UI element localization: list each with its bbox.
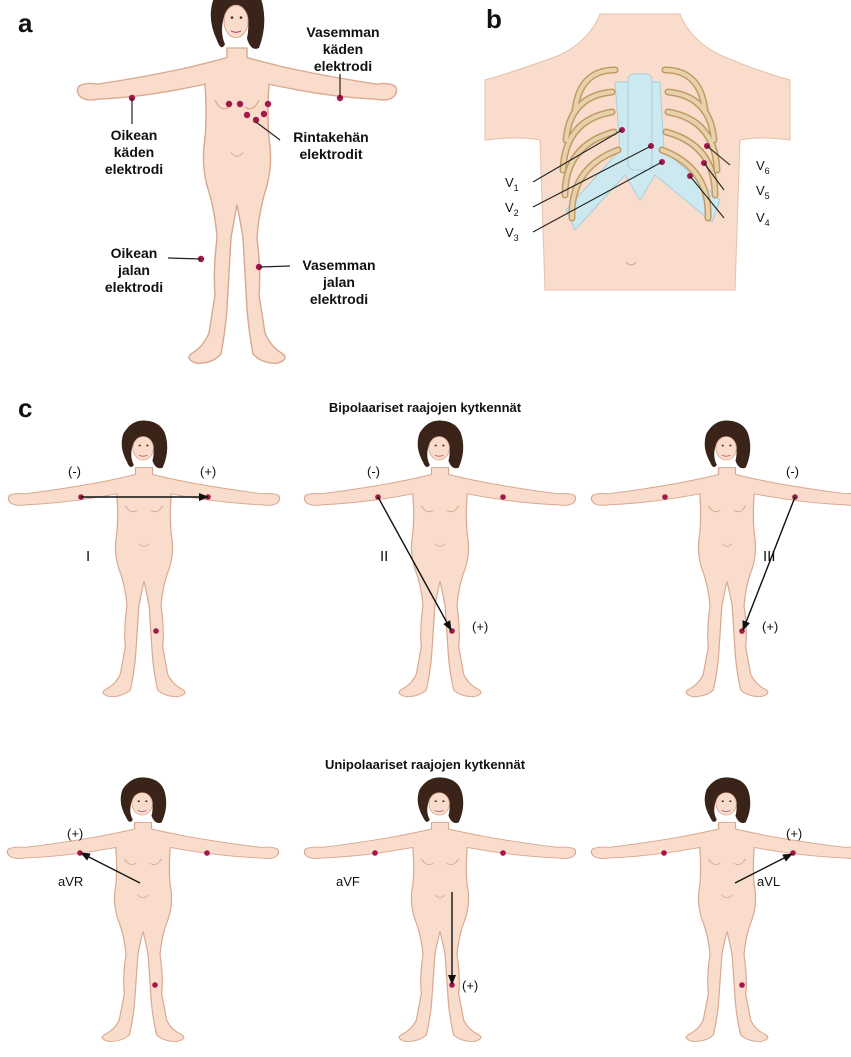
label-chest-electrodes: Rintakehän elektrodit <box>293 129 368 162</box>
panel-a-letter: a <box>18 8 33 38</box>
lead-avl-pos: (+) <box>786 826 802 841</box>
svg-text:V2: V2 <box>505 200 519 218</box>
figure-lead-ii <box>304 421 575 697</box>
lead-iii-pos: (+) <box>762 619 778 634</box>
lead-label-v1: V1 <box>505 175 519 193</box>
svg-text:Oikean: Oikean <box>111 245 158 261</box>
svg-text:elektrodi: elektrodi <box>105 161 163 177</box>
lead-avr-name: aVR <box>58 874 83 889</box>
figure-lead-avr <box>7 777 278 1041</box>
figure-lead-avf <box>304 777 575 1041</box>
lead-i-pos: (+) <box>200 464 216 479</box>
panel-b: b <box>485 4 790 290</box>
svg-text:jalan: jalan <box>322 274 355 290</box>
lead-avl-name: aVL <box>757 874 780 889</box>
label-right-leg-electrode: Oikean jalan elektrodi <box>105 245 163 295</box>
lead-iii-neg: (-) <box>786 464 799 479</box>
svg-text:elektrodit: elektrodit <box>299 146 362 162</box>
svg-text:V4: V4 <box>756 210 770 228</box>
lead-avf-name: aVF <box>336 874 360 889</box>
panel-c: c Bipolaariset raajojen kytkennät Unipol… <box>7 393 851 1042</box>
lead-avr-pos: (+) <box>67 826 83 841</box>
svg-text:Rintakehän: Rintakehän <box>293 129 368 145</box>
lead-label-v6: V6 <box>756 158 770 176</box>
figure-lead-avl <box>591 777 851 1041</box>
lead-ii-neg: (-) <box>367 464 380 479</box>
figure-lead-i <box>8 421 279 697</box>
lead-iii-name: III <box>763 548 776 565</box>
svg-text:elektrodi: elektrodi <box>310 291 368 307</box>
lead-label-v2: V2 <box>505 200 519 218</box>
svg-text:V3: V3 <box>505 225 519 243</box>
lead-ii-pos: (+) <box>472 619 488 634</box>
svg-text:elektrodi: elektrodi <box>314 58 372 74</box>
svg-text:V1: V1 <box>505 175 519 193</box>
svg-text:käden: käden <box>323 41 363 57</box>
panel-b-letter: b <box>486 4 502 34</box>
label-right-arm-electrode: Oikean käden elektrodi <box>105 127 163 177</box>
lead-i-name: I <box>86 548 90 565</box>
svg-text:Vasemman: Vasemman <box>306 24 379 40</box>
figure-lead-iii <box>591 421 851 697</box>
svg-text:Vasemman: Vasemman <box>302 257 375 273</box>
lead-i-neg: (-) <box>68 464 81 479</box>
svg-text:elektrodi: elektrodi <box>105 279 163 295</box>
unipolar-title: Unipolaariset raajojen kytkennät <box>325 757 526 772</box>
svg-text:käden: käden <box>114 144 154 160</box>
bipolar-title: Bipolaariset raajojen kytkennät <box>329 400 522 415</box>
lead-label-v3: V3 <box>505 225 519 243</box>
label-left-leg-electrode: Vasemman jalan elektrodi <box>302 257 375 307</box>
lead-label-v5: V5 <box>756 183 770 201</box>
lead-label-v4: V4 <box>756 210 770 228</box>
lead-ii-name: II <box>380 548 388 565</box>
svg-text:V6: V6 <box>756 158 770 176</box>
svg-text:jalan: jalan <box>117 262 150 278</box>
svg-text:V5: V5 <box>756 183 770 201</box>
panel-a: a Vasemman käden elektrod <box>18 0 397 363</box>
label-left-arm-electrode: Vasemman käden elektrodi <box>306 24 379 74</box>
lead-avf-pos: (+) <box>462 978 478 993</box>
svg-text:Oikean: Oikean <box>111 127 158 143</box>
panel-c-letter: c <box>18 393 32 423</box>
